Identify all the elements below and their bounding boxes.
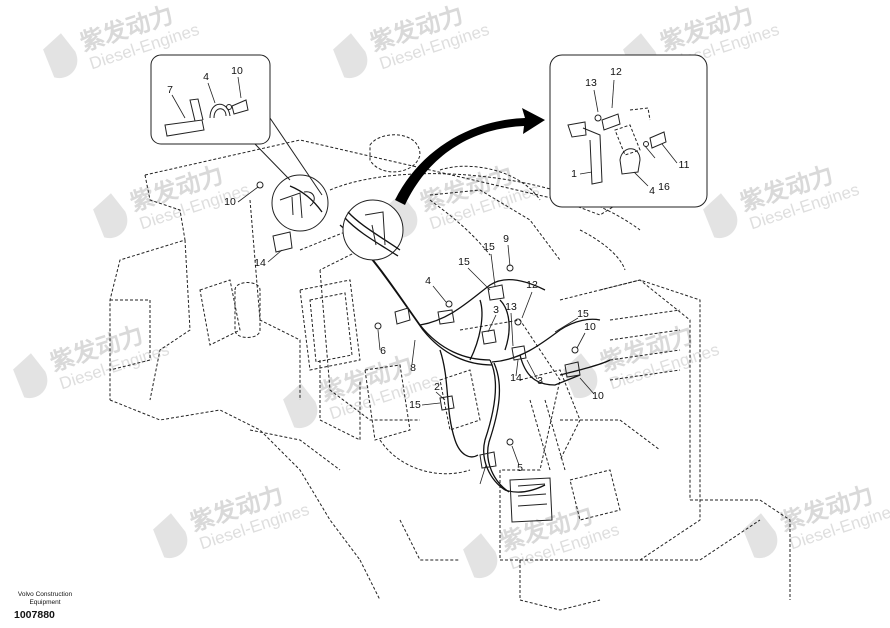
detail-circle-right (342, 199, 404, 261)
detail-circle-left (271, 174, 329, 232)
watermark-logo-icon (563, 353, 598, 399)
watermark-logo-icon (703, 193, 738, 239)
callouts-inset-left: 7 4 10 (167, 65, 243, 96)
callout-main-6: 6 (380, 345, 386, 357)
inset-box-left (150, 54, 323, 196)
callout-main-14: 14 (510, 372, 522, 384)
watermark-logo-icon (743, 513, 778, 559)
drawing-code: 1007880 (14, 609, 55, 621)
callout-main-15: 15 (409, 399, 421, 411)
callout-main-15: 15 (483, 241, 495, 253)
callout-main-9: 9 (503, 233, 509, 245)
watermark-logo-icon (283, 383, 318, 429)
callout-main-13: 13 (505, 301, 517, 313)
callout-leaders (237, 186, 595, 485)
callout-main-3: 3 (537, 375, 543, 387)
callouts-inset-right: 13 12 1 164 11 (571, 66, 690, 197)
callout-right-4: 4 (649, 185, 655, 197)
callout-main-15: 15 (577, 308, 589, 320)
brand-line-2: Equipment (29, 599, 61, 606)
callout-right-12: 12 (610, 66, 622, 78)
callout-main-14: 14 (254, 257, 266, 269)
callout-right-13: 13 (585, 77, 597, 89)
watermark-logo-icon (463, 533, 498, 579)
callout-main-8: 8 (410, 362, 416, 374)
callout-right-16: 16 (658, 181, 670, 193)
watermark-logo-icon (93, 193, 128, 239)
callout-right-1: 1 (571, 168, 577, 180)
callout-main-12: 12 (526, 279, 538, 291)
callout-left-4: 4 (203, 71, 209, 83)
brand-label: Volvo Construction Equipment (14, 591, 76, 607)
detail-arrow (395, 108, 545, 205)
watermark-logo-icon (43, 33, 78, 79)
callout-main-3: 3 (493, 304, 499, 316)
callout-left-7: 7 (167, 84, 173, 96)
callout-main-4: 4 (425, 275, 431, 287)
callout-main-10: 10 (592, 390, 604, 402)
callout-left-10: 10 (231, 65, 243, 77)
callout-main-5: 5 (517, 462, 523, 474)
watermark-logo-icon (13, 353, 48, 399)
watermark-logo-icon (333, 33, 368, 79)
callout-right-11: 11 (679, 159, 690, 171)
callout-main-2: 2 (434, 381, 440, 393)
brand-line-1: Volvo Construction (17, 591, 73, 598)
watermark-logo-icon (153, 513, 188, 559)
callout-main-15: 15 (458, 256, 470, 268)
callout-main-10: 10 (224, 196, 236, 208)
callout-main-10: 10 (584, 321, 596, 333)
inset-box-right (549, 54, 708, 208)
